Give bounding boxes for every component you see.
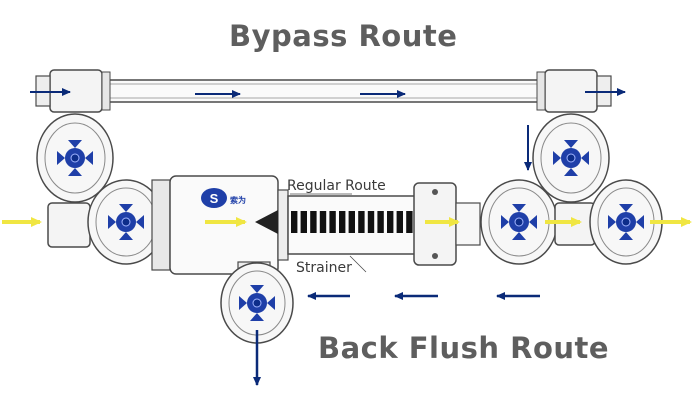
bypass-right-tee <box>536 69 612 113</box>
strainer-screen-segment <box>291 211 298 233</box>
back-flush-route-title: Back Flush Route <box>318 331 610 365</box>
strainer-label: Strainer <box>296 260 352 276</box>
strainer-housing <box>151 175 289 275</box>
strainer-screen-segment <box>406 211 413 233</box>
strainer-screen-segment <box>358 211 365 233</box>
strainer-screen-segment <box>329 211 336 233</box>
logo-text: 索为 <box>230 195 246 205</box>
logo-mark: S <box>210 191 219 206</box>
bypass-flow-arrows <box>30 88 626 171</box>
strainer-screen-segment <box>387 211 394 233</box>
strainer-screen-segment <box>339 211 346 233</box>
strainer-screen-segment <box>396 211 403 233</box>
strainer-leader <box>349 255 367 273</box>
valve-bottom-drain <box>220 261 294 344</box>
strainer-screen-segment <box>300 211 307 233</box>
left-inlet-pipe <box>47 202 91 248</box>
strainer-screen-segment <box>348 211 355 233</box>
strainer-screen-segment <box>310 211 317 233</box>
strainer-screen-segment <box>367 211 375 233</box>
back-flush-arrows <box>253 292 540 386</box>
manufacturer-logo: S 索为 <box>201 188 246 208</box>
valve-upper-right <box>532 113 610 203</box>
strainer-screen <box>291 211 413 233</box>
strainer-screen-segment <box>377 211 384 233</box>
bypass-route-title: Bypass Route <box>229 19 458 53</box>
strainer-screen-segment <box>319 211 327 233</box>
bypass-pipe <box>99 79 546 103</box>
regular-route-label: Regular Route <box>287 178 386 194</box>
valve-upper-left <box>36 113 114 203</box>
